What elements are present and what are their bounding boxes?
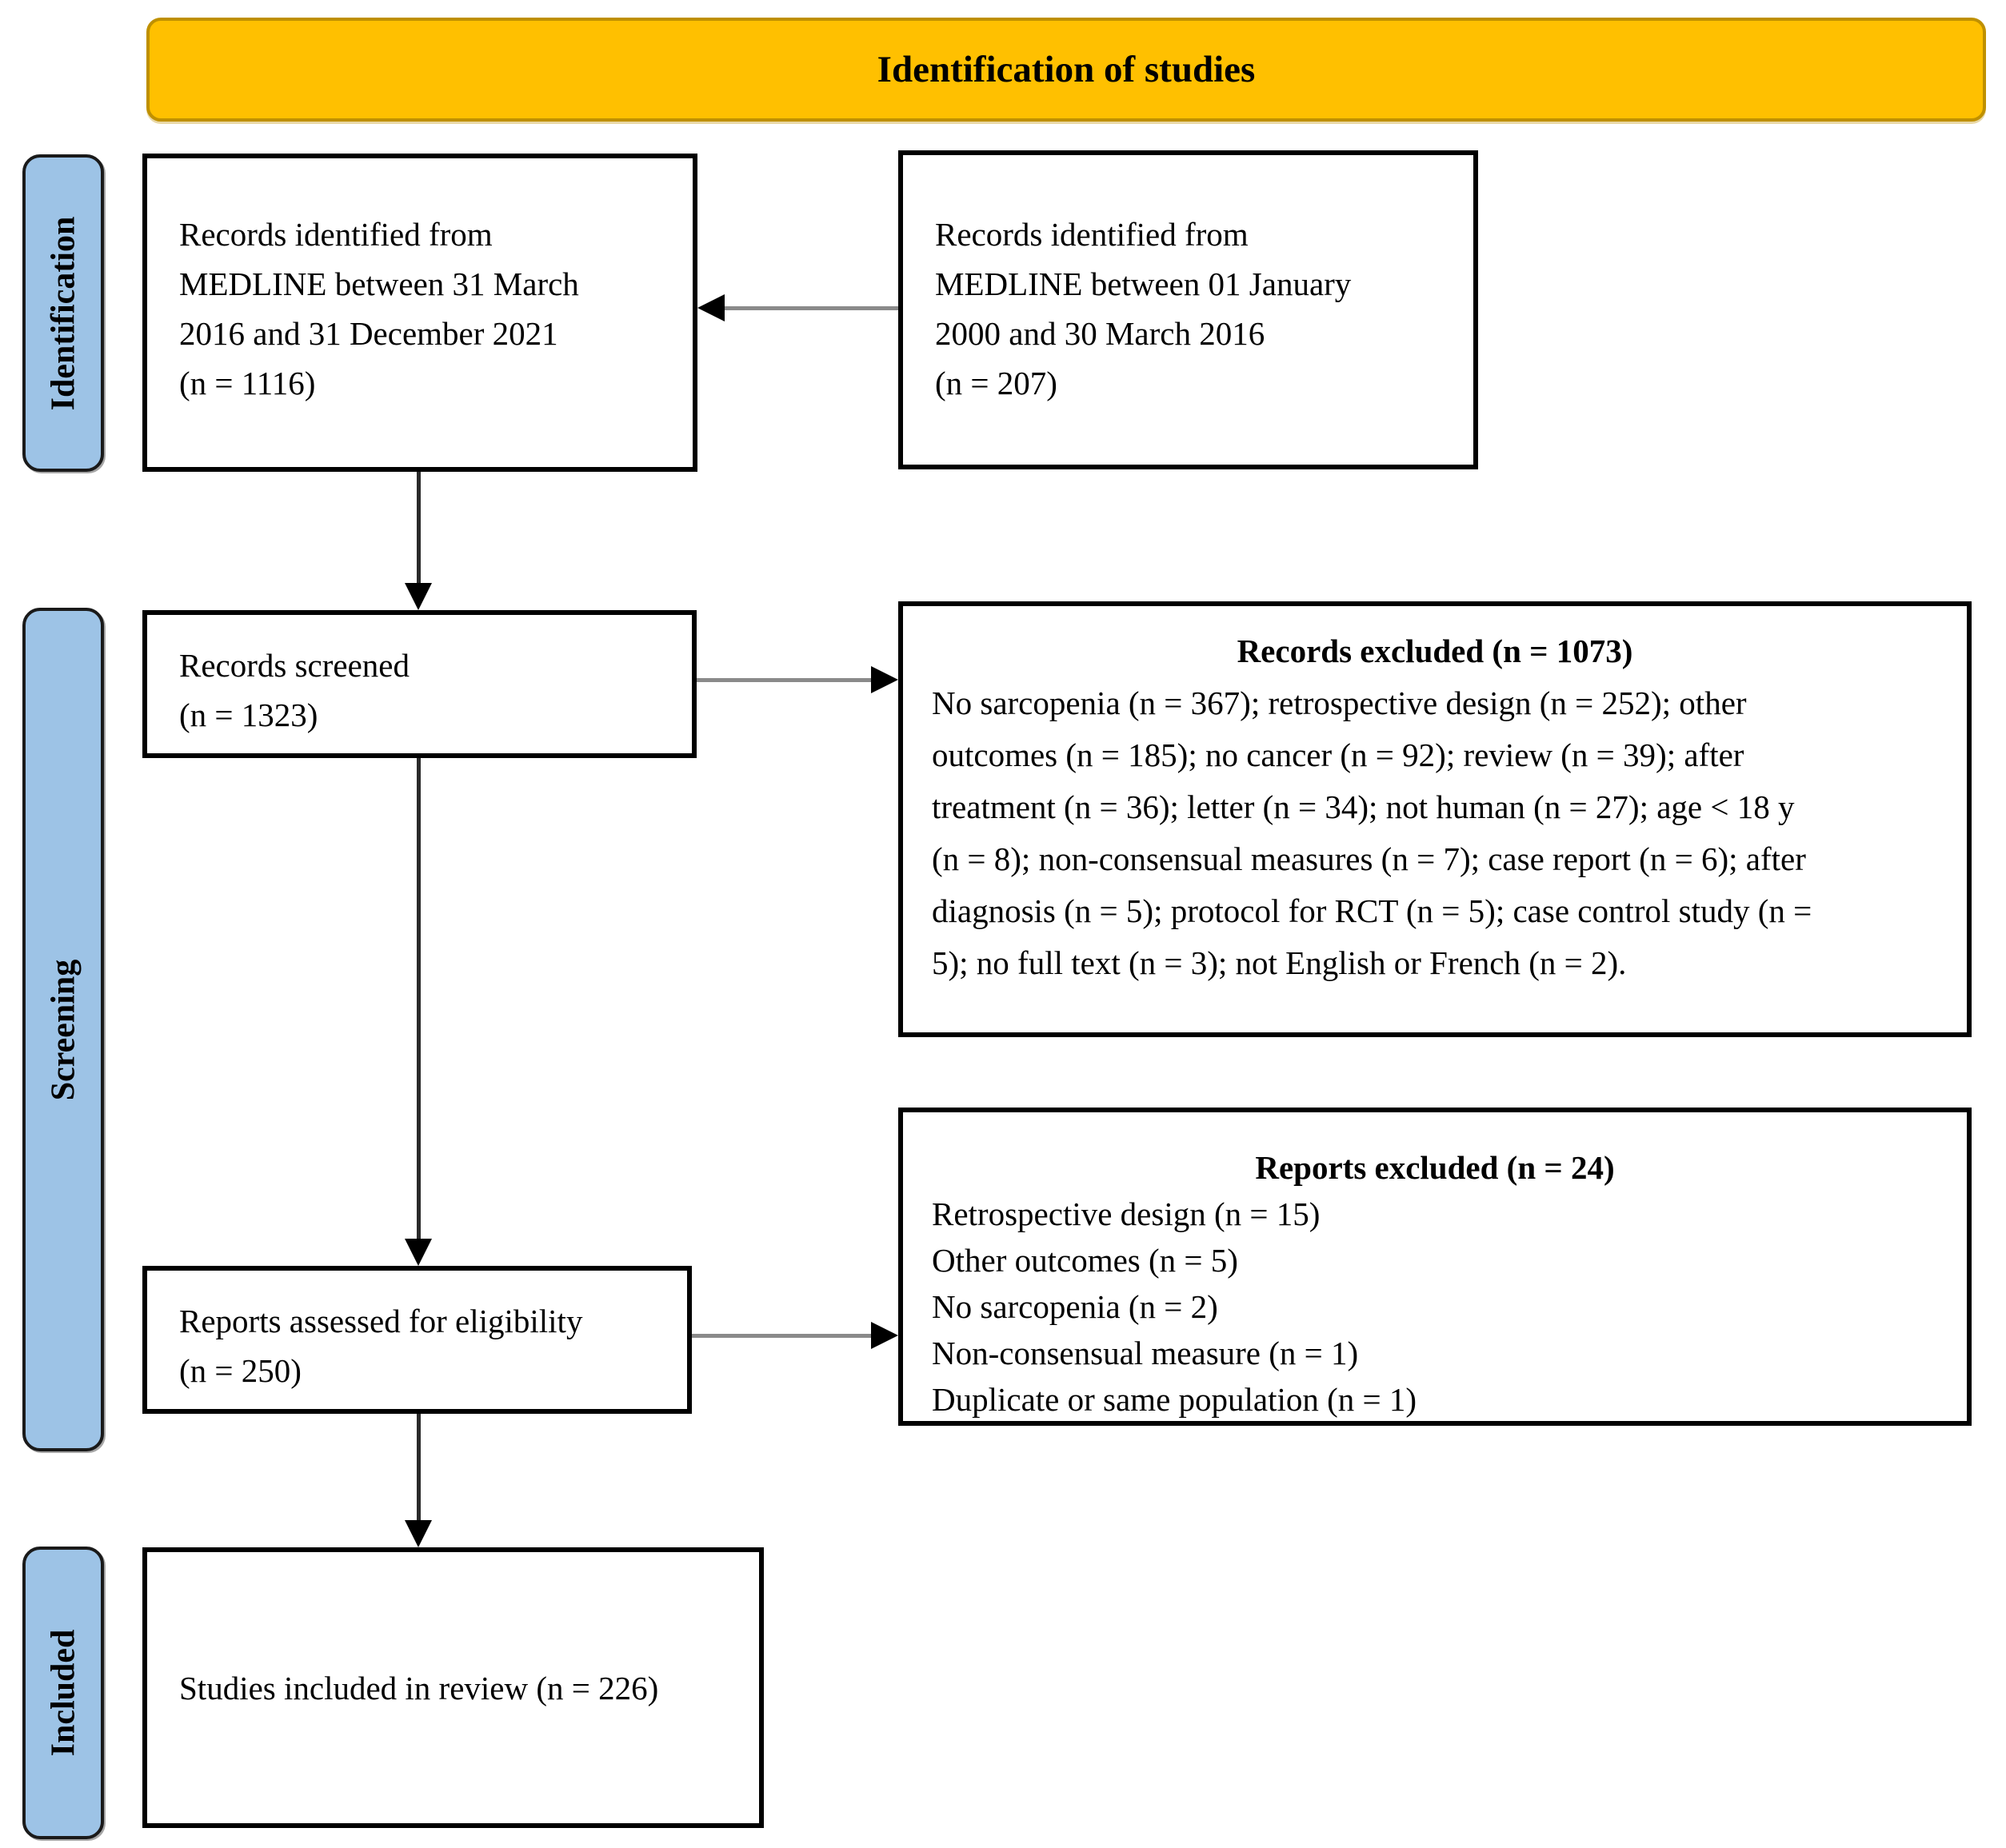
box-reports-assessed: Reports assessed for eligibility(n = 250…	[142, 1266, 692, 1414]
connector-screened-to-assessed	[417, 758, 421, 1242]
box-reports-assessed-text: Reports assessed for eligibility(n = 250…	[179, 1303, 583, 1389]
banner-title: Identification of studies	[877, 49, 1256, 90]
box-reports-excluded-title: Reports excluded (n = 24)	[1255, 1149, 1615, 1186]
box-studies-included: Studies included in review (n = 226)	[142, 1547, 764, 1828]
box-records-screened-text: Records screened(n = 1323)	[179, 647, 410, 733]
box-studies-included-text: Studies included in review (n = 226)	[179, 1669, 659, 1706]
connector-identified-to-screened	[417, 472, 421, 588]
arrowhead-right-icon	[871, 666, 898, 693]
arrowhead-down-icon	[405, 1239, 432, 1266]
stage-bar-screening: Screening	[22, 608, 104, 1451]
connector-assessed-to-excluded	[692, 1334, 877, 1338]
connector-assessed-to-included	[417, 1414, 421, 1523]
stage-bar-included: Included	[22, 1547, 104, 1839]
arrowhead-right-icon	[871, 1322, 898, 1349]
stage-label-identification: Identification	[45, 216, 82, 410]
stage-label-screening: Screening	[45, 959, 82, 1100]
connector-screened-to-excluded	[697, 678, 877, 682]
arrowhead-down-icon	[405, 583, 432, 610]
arrowhead-down-icon	[405, 1520, 432, 1547]
box-records-excluded: Records excluded (n = 1073) No sarcopeni…	[898, 601, 1972, 1037]
box-records-excluded-body: No sarcopenia (n = 367); retrospective d…	[932, 685, 1812, 981]
banner-identification-of-studies: Identification of studies	[146, 18, 1986, 122]
box-reports-excluded: Reports excluded (n = 24) Retrospective …	[898, 1108, 1972, 1426]
connector-prior-to-recent	[713, 306, 898, 310]
stage-bar-identification: Identification	[22, 154, 104, 472]
stage-label-included: Included	[45, 1629, 82, 1757]
arrowhead-left-icon	[697, 294, 725, 321]
box-records-excluded-title: Records excluded (n = 1073)	[1237, 633, 1633, 669]
box-records-screened: Records screened(n = 1323)	[142, 610, 697, 758]
box-reports-excluded-body: Retrospective design (n = 15)Other outco…	[932, 1195, 1417, 1418]
